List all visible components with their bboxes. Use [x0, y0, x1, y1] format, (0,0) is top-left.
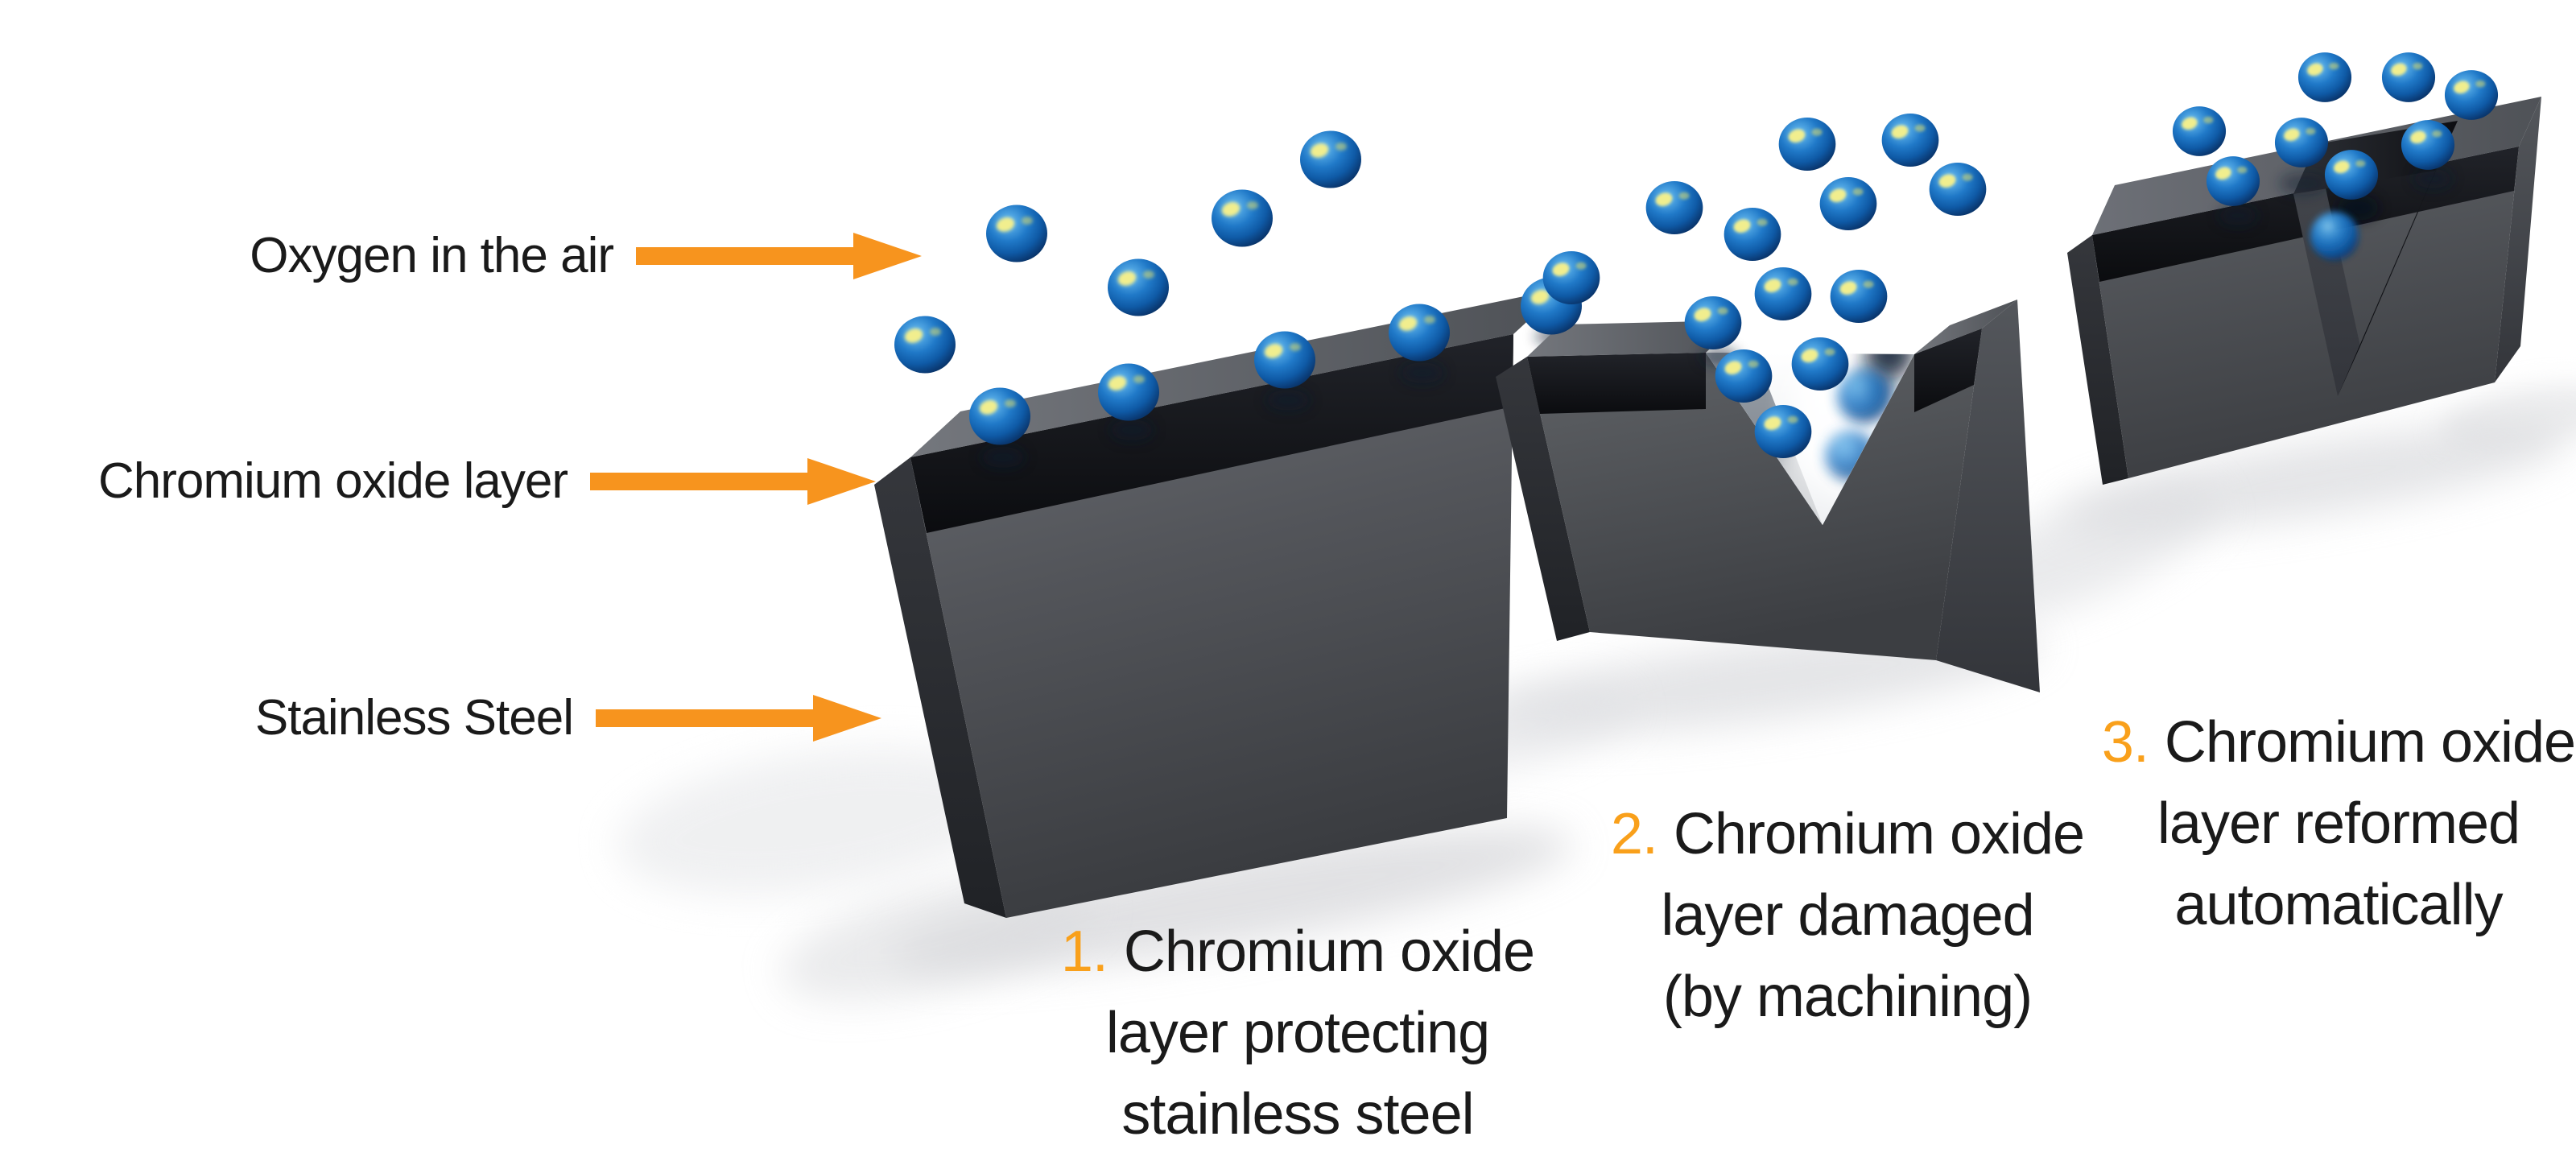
oxygen-molecule-icon	[1212, 190, 1273, 247]
caption-1-number: 1.	[1060, 920, 1108, 984]
caption-1: 1.Chromium oxide layer protecting stainl…	[992, 911, 1604, 1153]
caption-3: 3.Chromium oxide layer reformed automati…	[2033, 702, 2576, 946]
caption-2-line-1: 2.Chromium oxide	[1542, 794, 2153, 875]
block2-top-face-right	[1914, 300, 2017, 354]
oxygen-molecule-icon	[1300, 131, 1361, 188]
oxygen-molecule-icon	[2207, 156, 2260, 206]
arrow-head	[813, 695, 881, 742]
oxygen-molecule-icon	[1882, 114, 1939, 167]
block1-left-side-face	[874, 457, 1006, 918]
oxygen-molecule-icon	[1685, 296, 1742, 349]
oxygen-molecule-icon	[2401, 120, 2454, 170]
oxygen-molecule-icon	[1543, 251, 1600, 304]
block3-left-side-face	[2067, 235, 2128, 485]
block2-left-side-face	[1496, 357, 1590, 641]
arrow-head	[807, 458, 876, 505]
caption-3-line-1: 3.Chromium oxide	[2033, 702, 2576, 783]
oxygen-molecule-icon	[1792, 337, 1849, 391]
oxygen-molecule-icon	[2275, 118, 2328, 167]
caption-3-number: 3.	[2101, 710, 2149, 775]
steel-block-3	[2067, 97, 2541, 485]
block2-oxide-layer-strip-left	[1527, 353, 1706, 414]
caption-2-text: Chromium oxide	[1673, 802, 2085, 866]
label-row-chromium-oxide-layer: Chromium oxide layer	[68, 453, 876, 510]
caption-2-line-3: (by machining)	[1662, 965, 2033, 1029]
oxygen-molecule-icon	[1831, 270, 1888, 323]
arrow-right-icon	[590, 458, 876, 505]
oxygen-molecule-icon	[2382, 52, 2435, 102]
arrow-shaft	[636, 247, 855, 265]
arrow-right-icon	[596, 695, 881, 742]
caption-1-line-2: layer protecting	[1105, 1001, 1490, 1065]
oxygen-molecule-icon	[1715, 349, 1773, 403]
label-stainless-steel: Stainless Steel	[254, 690, 574, 746]
oxygen-molecule-icon	[986, 205, 1047, 262]
oxygen-molecule-icon	[2298, 52, 2351, 102]
oxygen-molecule-icon	[2325, 150, 2378, 200]
caption-1-text: Chromium oxide	[1123, 920, 1535, 984]
block2-oxide-layer-strip-right	[1914, 329, 1982, 412]
label-row-stainless-steel: Stainless Steel	[155, 690, 881, 746]
oxygen-molecule-icon	[1930, 163, 1987, 216]
arrow-right-icon	[636, 233, 922, 279]
caption-2-number: 2.	[1610, 802, 1658, 866]
arrow-shaft	[590, 473, 809, 490]
caption-3-line-3: automatically	[2174, 873, 2503, 937]
block2-right-side-face	[1936, 300, 2040, 692]
steel-block-2	[1496, 300, 2040, 692]
block3-v-notch-right-wall	[2338, 121, 2458, 396]
block1-oxide-layer-strip	[910, 334, 1513, 533]
caption-3-line-2: layer reformed	[2157, 791, 2520, 856]
oxygen-molecule-icon	[1755, 405, 1812, 458]
oxygen-molecule-icon	[1254, 332, 1315, 389]
label-chromium-oxide-layer: Chromium oxide layer	[98, 453, 568, 509]
oxygen-molecule-icon	[894, 316, 956, 374]
block3-v-notch-left-wall	[2293, 144, 2360, 396]
caption-2-line-2: layer damaged	[1661, 883, 2034, 948]
steel-block-1	[874, 288, 1571, 918]
oxygen-molecule-icon	[2173, 106, 2226, 156]
block3-right-side-face	[2495, 97, 2541, 382]
caption-2: 2.Chromium oxide layer damaged (by machi…	[1542, 794, 2153, 1038]
label-row-oxygen-in-the-air: Oxygen in the air	[195, 228, 922, 284]
oxygen-molecule-icon	[1108, 259, 1169, 316]
block3-molecule-reflections	[2219, 169, 2452, 260]
oxygen-molecule-icon	[969, 388, 1030, 445]
oxygen-molecule-icon	[1820, 177, 1877, 230]
oxygen-molecule-icon	[1724, 208, 1781, 261]
caption-3-text: Chromium oxide	[2164, 710, 2576, 775]
oxygen-molecule-icon	[2445, 70, 2498, 120]
oxygen-molecule-icon	[1389, 304, 1450, 362]
oxygen-molecule-icon	[1779, 118, 1836, 171]
arrow-head	[853, 233, 922, 279]
caption-1-line-1: 1.Chromium oxide	[992, 911, 1604, 993]
label-oxygen-in-the-air: Oxygen in the air	[250, 228, 614, 283]
block2-front-face	[1527, 329, 1982, 660]
oxygen-molecule-icon	[1755, 267, 1812, 320]
caption-1-line-3: stainless steel	[1121, 1082, 1474, 1147]
oxygen-molecule-icon	[1098, 364, 1159, 421]
oxygen-molecule-icon	[1646, 181, 1703, 234]
arrow-shaft	[596, 709, 815, 727]
